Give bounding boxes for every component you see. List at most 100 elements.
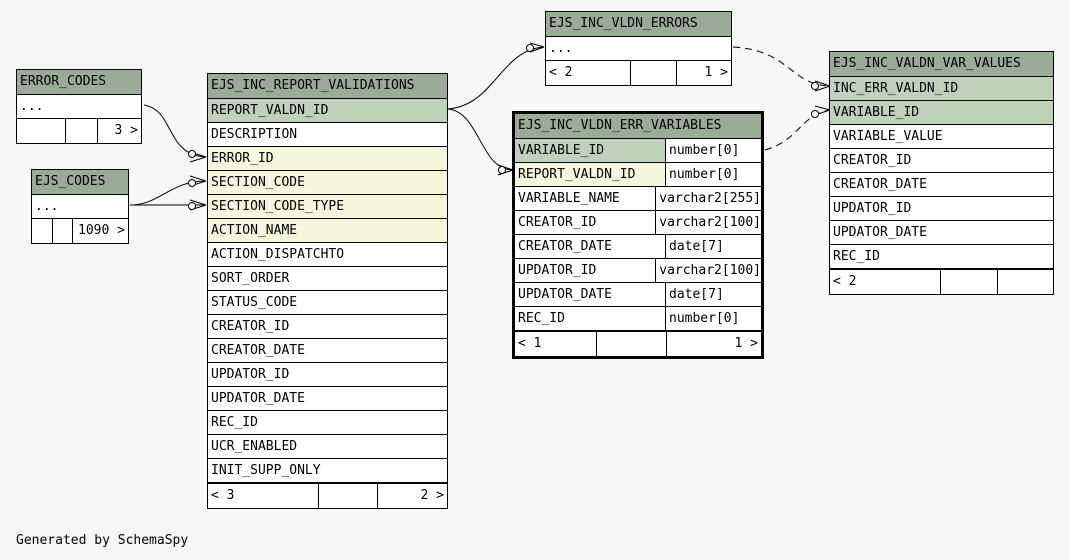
link-report-to-vldn-errors (447, 46, 545, 110)
table-report-validations[interactable]: EJS_INC_REPORT_VALIDATIONS REPORT_VALDN_… (207, 73, 448, 509)
parents-count[interactable]: < 2 (549, 65, 573, 80)
link-err-variables-to-var-values (764, 109, 831, 151)
column-type: varchar2[100] (655, 211, 761, 234)
footer-blank (318, 484, 377, 508)
table-vldn-errors[interactable]: EJS_INC_VLDN_ERRORS ... < 2 1 > (545, 11, 732, 86)
column-name: REC_ID (211, 415, 258, 430)
children-count[interactable]: 1090 > (72, 219, 128, 243)
column-name: UPDATOR_DATE (211, 391, 305, 406)
column-row[interactable]: UPDATOR_DATE (208, 387, 447, 411)
footer-blank (596, 332, 666, 356)
column-row[interactable]: UPDATOR_ID (208, 363, 447, 387)
column-name: ACTION_NAME (211, 223, 298, 238)
column-row[interactable]: CREATOR_ID varchar2[100] (515, 211, 761, 235)
column-type: date[7] (665, 283, 761, 306)
column-row[interactable]: VARIABLE_VALUE (830, 125, 1053, 149)
column-name: UPDATOR_DATE (833, 225, 927, 240)
children-count[interactable]: 1 > (666, 332, 761, 356)
column-row[interactable]: UPDATOR_DATE (830, 221, 1053, 245)
link-error-codes-to-error-id (143, 104, 207, 158)
column-row[interactable]: REC_ID (208, 411, 447, 435)
column-row[interactable]: CREATOR_DATE (830, 173, 1053, 197)
table-error-codes-title[interactable]: ERROR_CODES (17, 70, 141, 95)
children-count[interactable]: 3 > (97, 119, 141, 143)
parents-count[interactable]: < 2 (833, 274, 857, 289)
column-name: REPORT_VALDN_ID (211, 103, 329, 118)
table-error-codes[interactable]: ERROR_CODES ... 3 > (16, 69, 142, 144)
column-row[interactable]: SECTION_CODE (208, 171, 447, 195)
column-name: CREATOR_DATE (518, 239, 612, 254)
column-name: REPORT_VALDN_ID (515, 163, 665, 186)
parents-count[interactable]: < 1 (518, 336, 542, 351)
column-name: CREATOR_ID (518, 215, 597, 230)
column-name: SECTION_CODE (211, 175, 305, 190)
column-name: DESCRIPTION (211, 127, 298, 142)
column-name: INC_ERR_VALDN_ID (833, 81, 959, 96)
column-name: CREATOR_DATE (211, 343, 305, 358)
column-row[interactable]: INC_ERR_VALDN_ID (830, 77, 1053, 101)
column-name: VARIABLE_VALUE (833, 129, 943, 144)
column-name: CREATOR_ID (833, 153, 912, 168)
table-ejs-codes[interactable]: EJS_CODES ... 1090 > (31, 169, 129, 244)
children-count[interactable]: 2 > (377, 484, 447, 508)
column-name: ACTION_DISPATCHTO (211, 247, 345, 262)
column-row[interactable]: SECTION_CODE_TYPE (208, 195, 447, 219)
generated-by-credit: Generated by SchemaSpy (16, 533, 189, 548)
table-vldn-errors-title[interactable]: EJS_INC_VLDN_ERRORS (546, 12, 731, 37)
column-name: UPDATOR_DATE (518, 287, 612, 302)
column-row[interactable]: UPDATOR_DATE date[7] (515, 283, 761, 307)
children-count[interactable]: 1 > (676, 61, 731, 85)
column-name: UPDATOR_ID (833, 201, 912, 216)
table-var-values-title[interactable]: EJS_INC_VALDN_VAR_VALUES (830, 52, 1053, 77)
footer-blank (32, 219, 52, 243)
footer-blank (52, 219, 72, 243)
link-vldn-errors-to-var-values (732, 46, 831, 87)
column-row[interactable]: INIT_SUPP_ONLY (208, 459, 447, 483)
column-row[interactable]: DESCRIPTION (208, 123, 447, 147)
column-row[interactable]: CREATOR_ID (208, 315, 447, 339)
column-name: UCR_ENABLED (211, 439, 298, 454)
table-err-variables-title[interactable]: EJS_INC_VLDN_ERR_VARIABLES (515, 114, 761, 139)
column-row[interactable]: STATUS_CODE (208, 291, 447, 315)
column-row[interactable]: REPORT_VALDN_ID (208, 99, 447, 123)
column-row[interactable]: ERROR_ID (208, 147, 447, 171)
table-report-validations-title[interactable]: EJS_INC_REPORT_VALIDATIONS (208, 74, 447, 99)
column-name: STATUS_CODE (211, 295, 298, 310)
column-name: VARIABLE_NAME (518, 191, 620, 206)
column-row[interactable]: SORT_ORDER (208, 267, 447, 291)
column-row[interactable]: CREATOR_DATE (208, 339, 447, 363)
column-row[interactable]: VARIABLE_ID (830, 101, 1053, 125)
column-row[interactable]: CREATOR_ID (830, 149, 1053, 173)
table-vldn-errors-ellipsis: ... (549, 41, 573, 56)
column-row[interactable]: UCR_ENABLED (208, 435, 447, 459)
column-row[interactable]: ACTION_NAME (208, 219, 447, 243)
table-ejs-codes-ellipsis: ... (35, 199, 59, 214)
column-type: number[0] (665, 163, 761, 186)
table-var-values[interactable]: EJS_INC_VALDN_VAR_VALUES INC_ERR_VALDN_I… (829, 51, 1054, 295)
table-ejs-codes-title[interactable]: EJS_CODES (32, 170, 128, 195)
footer-blank (65, 119, 97, 143)
column-name: UPDATOR_ID (211, 367, 290, 382)
column-name: SORT_ORDER (211, 271, 290, 286)
column-name: ERROR_ID (211, 151, 274, 166)
column-name: UPDATOR_ID (518, 263, 597, 278)
column-row[interactable]: REC_ID (830, 245, 1053, 269)
parents-count[interactable]: < 3 (211, 488, 235, 503)
column-name: INIT_SUPP_ONLY (211, 463, 321, 478)
column-row[interactable]: UPDATOR_ID (830, 197, 1053, 221)
column-type: number[0] (665, 139, 761, 162)
footer-blank (630, 61, 676, 85)
link-ejs-codes-to-section-code (129, 180, 207, 206)
column-name: REC_ID (833, 249, 880, 264)
column-name: SECTION_CODE_TYPE (211, 199, 345, 214)
column-name: VARIABLE_ID (515, 139, 665, 162)
column-row[interactable]: ACTION_DISPATCHTO (208, 243, 447, 267)
